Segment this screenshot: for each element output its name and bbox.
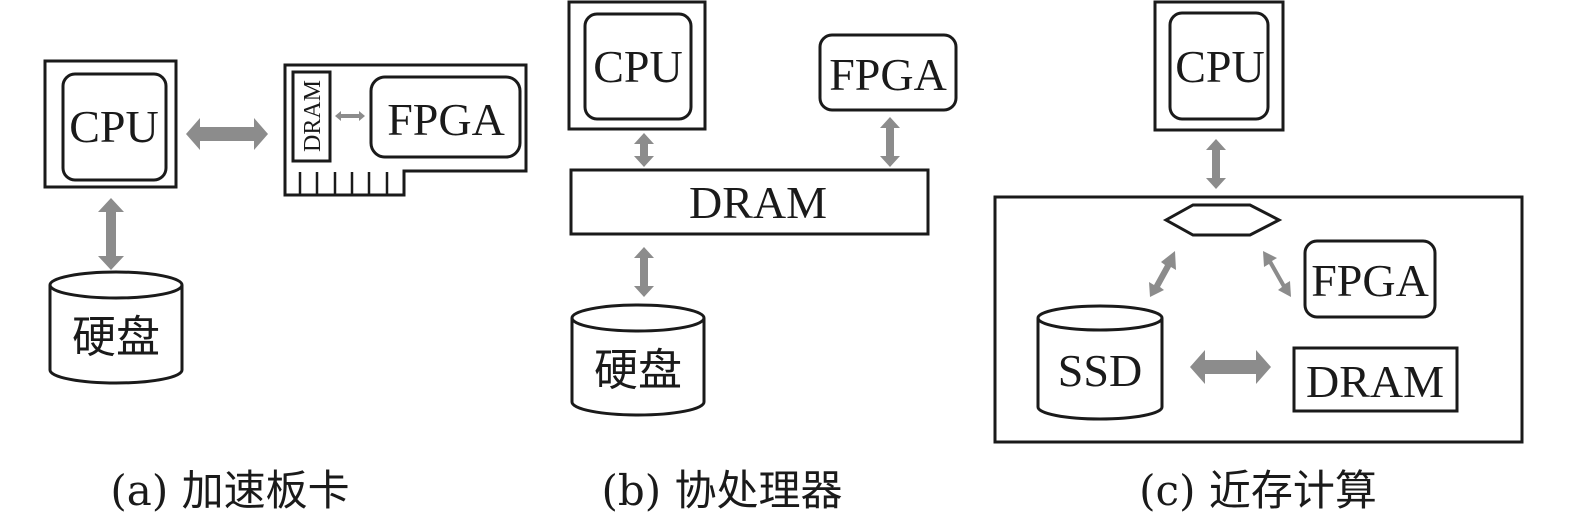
panel-a: CPU 硬盘 DRAM FPGA bbox=[43, 59, 528, 515]
hard-disk: 硬盘 bbox=[48, 270, 184, 385]
card-fpga-label: FPGA bbox=[387, 94, 505, 145]
dram-module: DRAM bbox=[1292, 346, 1459, 413]
hub-hexagon-icon bbox=[1162, 203, 1283, 237]
cpu-chip: CPU bbox=[1153, 0, 1285, 132]
disk-label: 硬盘 bbox=[594, 345, 682, 396]
panel-c: CPU FPGA SSD DRAM (c) 近存计算 bbox=[993, 0, 1524, 515]
dram-box bbox=[1292, 346, 1459, 413]
accelerator-card: DRAM FPGA bbox=[283, 63, 528, 197]
card-dram-module bbox=[291, 70, 332, 163]
dram-box bbox=[569, 168, 930, 236]
fpga-chip: FPGA bbox=[1303, 239, 1437, 319]
cpu-inner-die bbox=[1168, 11, 1270, 121]
fpga-box bbox=[1303, 239, 1437, 319]
dram-bar: DRAM bbox=[569, 168, 930, 236]
hard-disk: 硬盘 bbox=[570, 303, 706, 417]
fpga-label: FPGA bbox=[829, 49, 947, 100]
dram-label: DRAM bbox=[689, 177, 827, 228]
cpu-inner-die bbox=[61, 72, 168, 182]
bidirectional-arrow-dram-fpga bbox=[335, 111, 365, 121]
caption-c: (c) 近存计算 bbox=[1139, 466, 1377, 515]
fpga-box bbox=[818, 33, 958, 112]
cpu-label: CPU bbox=[593, 41, 682, 92]
disk-top bbox=[570, 303, 706, 333]
bidirectional-arrow-cpu-disk bbox=[98, 198, 124, 270]
fpga-chip: FPGA bbox=[818, 33, 958, 112]
ssd-top bbox=[1036, 304, 1164, 332]
cpu-label: CPU bbox=[1175, 41, 1264, 92]
bidirectional-arrow-dram-disk bbox=[634, 247, 654, 297]
disk-label: 硬盘 bbox=[72, 312, 160, 363]
dram-label: DRAM bbox=[1306, 356, 1444, 407]
caption-a: (a) 加速板卡 bbox=[110, 466, 349, 515]
bidirectional-arrow-hub-ssd bbox=[1149, 251, 1176, 297]
cpu-inner-die bbox=[583, 12, 693, 121]
bidirectional-arrow-cpu-card bbox=[186, 118, 268, 150]
bidirectional-arrow-hub-fpga bbox=[1263, 251, 1291, 297]
cpu-chip: CPU bbox=[43, 59, 178, 189]
card-pins bbox=[298, 172, 389, 195]
disk-top bbox=[48, 270, 184, 300]
ssd-body bbox=[1036, 318, 1164, 421]
cpu-label: CPU bbox=[69, 101, 158, 152]
ssd-label: SSD bbox=[1058, 345, 1142, 396]
panel-b: CPU FPGA DRAM 硬盘 (b) 协处理器 bbox=[567, 0, 958, 515]
bidirectional-arrow-cpu-dram bbox=[634, 133, 654, 167]
bidirectional-arrow-fpga-dram bbox=[880, 117, 900, 167]
bidirectional-arrow-cpu-storage bbox=[1206, 139, 1226, 189]
disk-body bbox=[570, 318, 706, 417]
fpga-label: FPGA bbox=[1311, 255, 1429, 306]
disk-body bbox=[48, 285, 184, 385]
card-fpga-chip bbox=[369, 75, 522, 159]
cpu-chip: CPU bbox=[567, 0, 707, 131]
ssd-cylinder: SSD bbox=[1036, 304, 1164, 421]
caption-b: (b) 协处理器 bbox=[601, 466, 842, 515]
card-dram-label: DRAM bbox=[300, 80, 326, 152]
bidirectional-arrow-ssd-dram bbox=[1190, 350, 1271, 384]
